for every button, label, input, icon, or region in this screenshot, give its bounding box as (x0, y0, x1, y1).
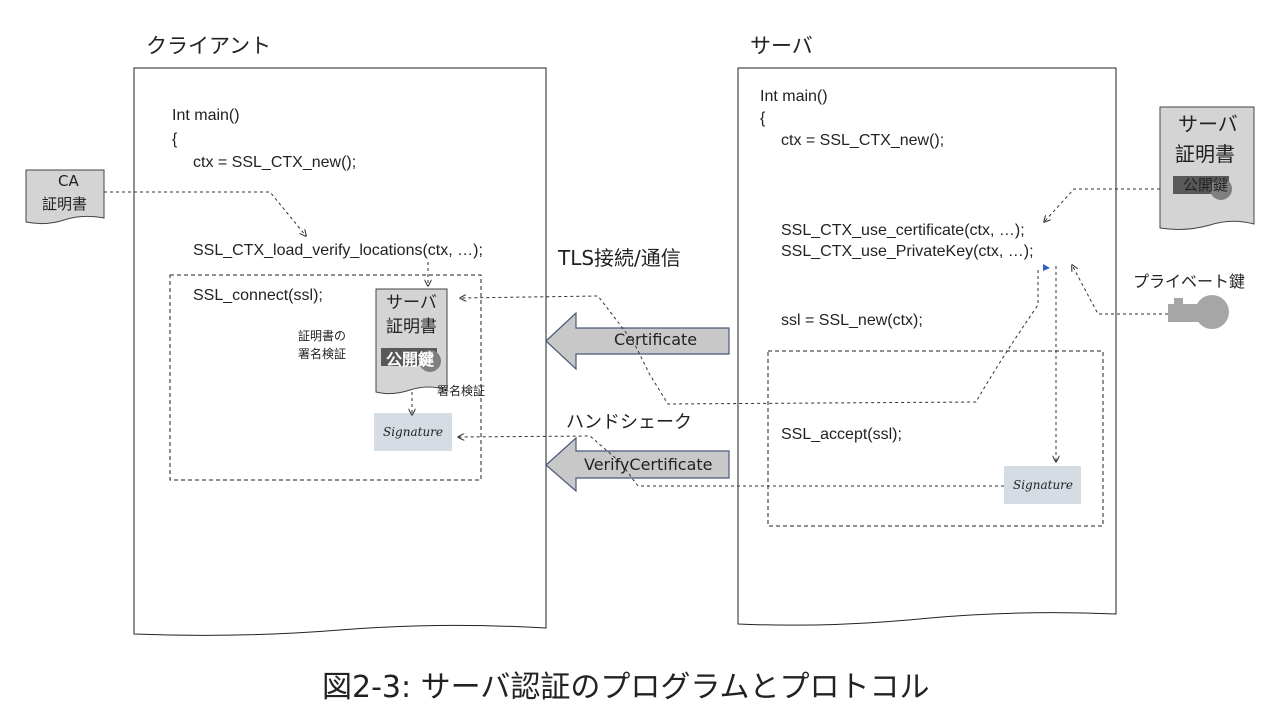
server-title: サーバ (750, 34, 813, 58)
client-cert-line2: 証明書 (386, 317, 437, 337)
server-accept-region (767, 350, 1104, 527)
server-signature-text: Signature (1013, 478, 1074, 492)
client-title: クライアント (146, 34, 272, 58)
certificate-arrow (545, 311, 730, 371)
ca-cert-line1: CA (58, 172, 79, 190)
figure-caption: 図2-3: サーバ認証のプログラムとプロトコル (322, 670, 930, 705)
ca-cert-line2: 証明書 (42, 195, 88, 213)
verify-note-line2: 署名検証 (298, 347, 347, 361)
server-code-use-key: SSL_CTX_use_PrivateKey(ctx, …); (781, 243, 1034, 260)
server-pubkey-label: 公開鍵 (1183, 176, 1229, 194)
ca-cert-doc (25, 169, 105, 225)
client-code-ctx-new: ctx = SSL_CTX_new(); (193, 154, 357, 171)
server-cert-line2: 証明書 (1175, 142, 1235, 166)
client-code-connect: SSL_connect(ssl); (193, 287, 323, 304)
server-code-main: Int main() (760, 88, 828, 105)
client-signature-text: Signature (383, 425, 444, 439)
client-cert-line1: サーバ (386, 293, 437, 313)
server-code-ssl-new: ssl = SSL_new(ctx); (781, 312, 923, 329)
private-key-label: プライベート鍵 (1133, 272, 1246, 291)
blue-cursor-marker (1043, 264, 1050, 271)
server-code-ctx-new: ctx = SSL_CTX_new(); (781, 132, 945, 149)
client-pubkey-label: 公開鍵 (386, 350, 435, 369)
server-panel (737, 67, 1117, 626)
client-pubkey-circle (419, 350, 441, 372)
server-cert-line1: サーバ (1178, 112, 1238, 136)
server-pubkey-circle (1210, 178, 1232, 200)
server-code-brace: { (760, 110, 766, 127)
client-signature-box (374, 413, 452, 451)
client-code-main: Int main() (172, 107, 240, 124)
verify-arrow-label: VerifyCertificate (584, 455, 713, 474)
private-key-icon (1168, 295, 1229, 329)
certificate-arrow-label: Certificate (614, 330, 698, 349)
server-code-accept: SSL_accept(ssl); (781, 426, 902, 443)
certificate-flow-connector (460, 270, 1039, 405)
tls-label: TLS接続/通信 (558, 246, 681, 270)
verify-note-line1: 証明書の (298, 329, 347, 343)
server-cert-doc (1159, 106, 1255, 230)
client-connect-region (169, 274, 482, 481)
sig-verify-label: 署名検証 (437, 384, 486, 398)
client-code-load-verify: SSL_CTX_load_verify_locations(ctx, …); (193, 242, 483, 259)
ca-to-load-verify-connector (104, 191, 306, 236)
server-signature-box (1004, 466, 1081, 504)
client-code-brace: { (172, 131, 178, 148)
server-code-use-cert: SSL_CTX_use_certificate(ctx, …); (781, 222, 1025, 239)
client-panel (133, 67, 547, 636)
signature-flow-connector (458, 436, 1004, 487)
handshake-label: ハンドシェーク (566, 412, 692, 433)
verify-certificate-arrow (545, 436, 730, 493)
server-cert-to-use-cert-connector (1044, 188, 1160, 222)
